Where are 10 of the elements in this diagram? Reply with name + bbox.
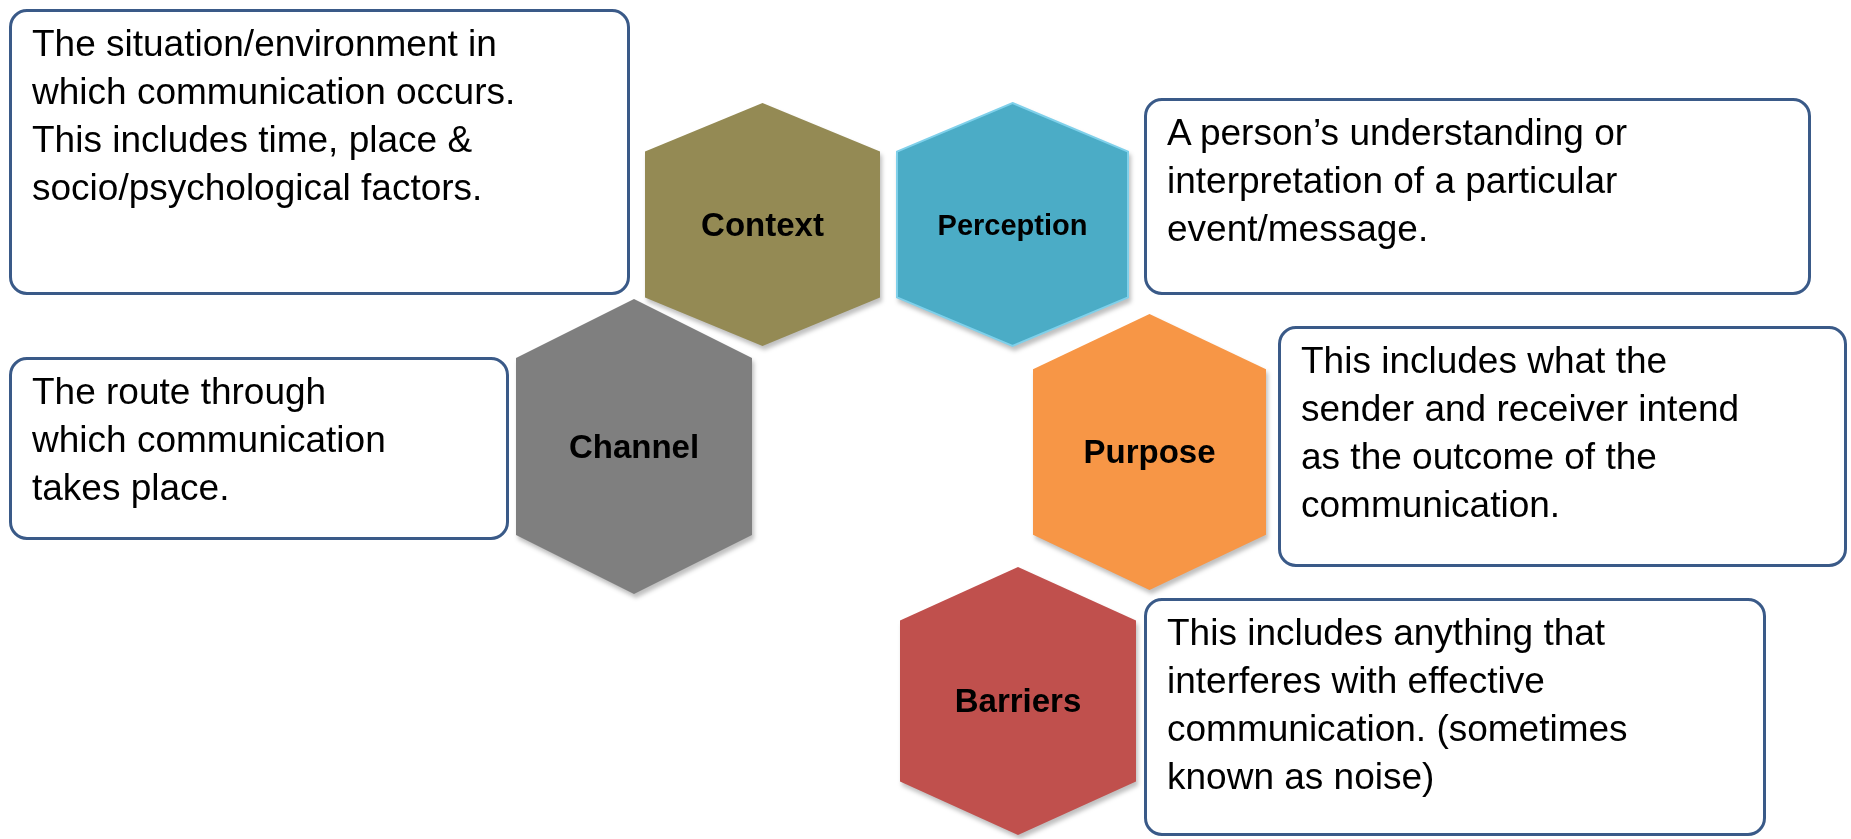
description-box: The route through which communication takes place. xyxy=(9,357,509,540)
description-box: The situation/environment in which communication occurs. This includes time, place & socio/psychological factors. xyxy=(9,9,630,295)
hexagon-label: Purpose xyxy=(1083,433,1216,471)
hexagon-label: Perception xyxy=(937,208,1088,241)
hexagon-label: Barriers xyxy=(954,682,1082,720)
hexagon-label: Channel xyxy=(568,427,700,466)
description-box: This includes what the sender and receiver intend as the outcome of the communication. xyxy=(1278,326,1847,567)
description-box: A person’s understanding or interpretation of a particular event/message. xyxy=(1144,98,1811,295)
hexagon-label: Context xyxy=(701,205,824,244)
description-box: This includes anything that interferes with effective communication. (sometimes known as noise) xyxy=(1144,598,1766,836)
